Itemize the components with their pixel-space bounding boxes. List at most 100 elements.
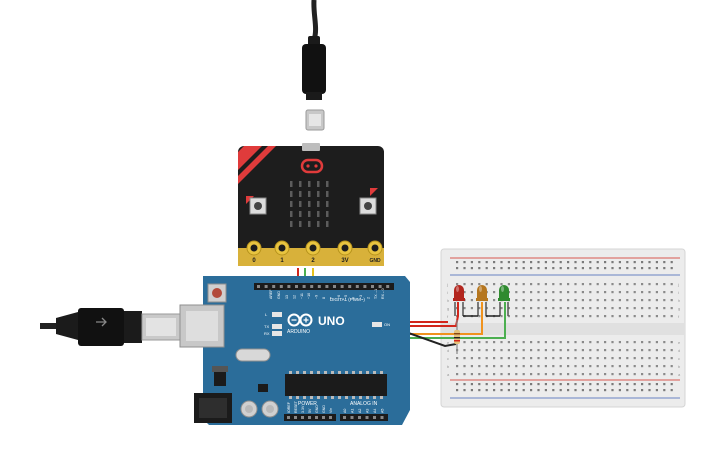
pin-label: 12 <box>292 295 296 299</box>
microbit-board: 0 1 2 3V GND <box>238 143 384 266</box>
pin-label: IOREF <box>287 401 291 413</box>
row-letter: c <box>678 356 680 361</box>
row-letter: g <box>447 306 449 311</box>
row-letter: i <box>678 290 679 295</box>
resistor[interactable] <box>454 320 460 354</box>
matrix-led <box>290 201 293 207</box>
row-letter: e <box>678 340 681 345</box>
microbit-pin-label: GND <box>369 258 381 264</box>
microbit-usb-cable <box>302 0 326 131</box>
microbit-pin-label: 2 <box>311 258 315 264</box>
reset-button[interactable] <box>207 283 227 303</box>
matrix-led <box>308 201 311 207</box>
pin-label: GND <box>315 405 319 413</box>
pin-label: AREF <box>269 289 273 299</box>
pin-label: 8 <box>322 297 326 299</box>
arduino-uno-board: UNO ARDUINO DIGITAL (PWM~) POWER ANALOG … <box>179 276 410 425</box>
digital-header-label: DIGITAL (PWM~) <box>330 297 365 302</box>
led-2[interactable] <box>476 285 488 301</box>
row-letter: a <box>447 372 450 377</box>
pin-label: A2 <box>358 409 362 413</box>
matrix-led <box>326 211 329 217</box>
uno-label: UNO <box>318 314 345 328</box>
matrix-led <box>317 181 320 187</box>
pin-label: A0 <box>343 409 347 413</box>
matrix-led <box>317 191 320 197</box>
on-led-label: ON <box>384 322 390 327</box>
pin-label: ~9 <box>315 295 319 299</box>
led-matrix <box>290 181 329 227</box>
matrix-led <box>326 181 329 187</box>
microbit-pin-3[interactable]: 3V <box>337 240 353 264</box>
matrix-led <box>308 181 311 187</box>
matrix-led <box>308 211 311 217</box>
button-b[interactable] <box>359 197 377 215</box>
row-letter: a <box>678 372 681 377</box>
pin-label: ~6 <box>337 295 341 299</box>
arduino-logo <box>287 313 313 327</box>
matrix-led <box>308 221 311 227</box>
microbit-pin-label: 3V <box>341 258 348 264</box>
row-letter: j <box>677 282 679 287</box>
matrix-led <box>326 221 329 227</box>
microbit-pin-0[interactable]: 0 <box>246 240 262 264</box>
button-a[interactable] <box>249 197 267 215</box>
l-led-label: L <box>265 312 268 317</box>
row-letter: g <box>678 306 680 311</box>
matrix-led <box>308 191 311 197</box>
microbit-pin-4[interactable]: GND <box>367 240 383 264</box>
pin-label: A3 <box>366 409 370 413</box>
matrix-led <box>299 221 302 227</box>
led-1[interactable] <box>453 285 465 301</box>
microbit-pin-2[interactable]: 2 <box>305 240 321 264</box>
pin-label: A5 <box>381 409 385 413</box>
analog-header-label: ANALOG IN <box>350 401 378 407</box>
row-letter: h <box>447 298 449 303</box>
row-letter: h <box>678 298 680 303</box>
row-letter: d <box>678 348 680 353</box>
tx-led-label: TX <box>264 324 269 329</box>
pin-label: 2 <box>366 297 370 299</box>
row-letter: d <box>447 348 449 353</box>
rx-led-label: RX <box>264 331 270 336</box>
matrix-led <box>326 191 329 197</box>
pin-label: 5V <box>308 408 312 413</box>
pin-label: ~5 <box>344 295 348 299</box>
row-letter: f <box>678 314 680 319</box>
row-letter: b <box>678 364 681 369</box>
microbit-pin-1[interactable]: 1 <box>274 240 290 264</box>
pin-label: GND <box>277 291 281 299</box>
power-header-label: POWER <box>298 401 317 407</box>
pin-label: 7 <box>329 297 333 299</box>
matrix-led <box>290 211 293 217</box>
matrix-led <box>299 201 302 207</box>
pin-label: 4 <box>352 297 356 299</box>
arduino-brand-label: ARDUINO <box>287 329 310 335</box>
pin-label: 13 <box>285 295 289 299</box>
microbit-pin-label: 1 <box>280 258 284 264</box>
row-letter: b <box>447 364 450 369</box>
arduino-usb-cable <box>40 308 181 346</box>
pin-label: ~3 <box>359 295 363 299</box>
pin-label: Vin <box>329 408 333 413</box>
led-3[interactable] <box>498 285 510 301</box>
pin-label: A4 <box>373 409 377 413</box>
matrix-led <box>317 221 320 227</box>
pin-label: ~10 <box>307 293 311 299</box>
pin-label: TX→1 <box>374 289 378 299</box>
row-letter: i <box>447 290 448 295</box>
row-letter: e <box>447 340 450 345</box>
matrix-led <box>326 201 329 207</box>
matrix-led <box>299 191 302 197</box>
pin-label: RESET <box>294 400 298 413</box>
matrix-led <box>317 201 320 207</box>
microbit-pin-label: 0 <box>252 258 256 264</box>
matrix-led <box>290 191 293 197</box>
pin-label: A1 <box>351 409 355 413</box>
pin-label: 3.3V <box>301 405 305 413</box>
pin-label: ~11 <box>300 293 304 299</box>
pin-label: RX←0 <box>381 288 385 299</box>
row-letter: f <box>447 314 449 319</box>
